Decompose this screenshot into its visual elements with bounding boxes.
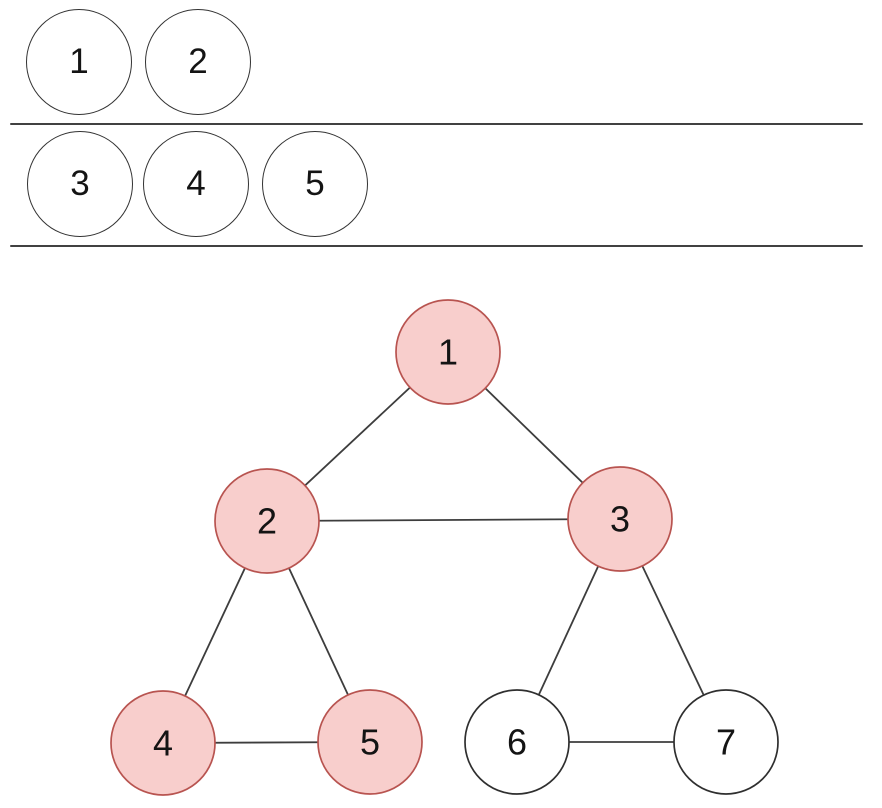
graph-node-circle-highlighted xyxy=(110,690,216,796)
graph-node-2: 2 xyxy=(214,468,320,574)
graph-node-5: 5 xyxy=(317,689,423,795)
level-circle-2: 2 xyxy=(145,9,251,115)
graph-node-circle-highlighted xyxy=(214,468,320,574)
graph-node-3: 3 xyxy=(567,466,673,572)
level-circle-label: 5 xyxy=(305,163,325,203)
graph-edge-2-3 xyxy=(266,518,621,522)
level-circle-label: 1 xyxy=(69,41,89,81)
graph-node-circle-highlighted xyxy=(567,466,673,572)
level-circle-label: 3 xyxy=(70,163,90,203)
graph-node-1: 1 xyxy=(395,299,501,405)
level-circle-1: 1 xyxy=(26,9,132,115)
level-circle-5: 5 xyxy=(262,131,368,237)
level-circle-4: 4 xyxy=(143,131,249,237)
graph-node-circle-highlighted xyxy=(317,689,423,795)
graph-node-circle-plain xyxy=(464,689,570,795)
row-divider-line xyxy=(10,123,863,126)
graph-node-6: 6 xyxy=(464,689,570,795)
graph-node-label: 1 xyxy=(438,332,458,373)
graph-node-label: 7 xyxy=(716,722,736,763)
graph-node-label: 2 xyxy=(257,501,277,542)
row-divider-line xyxy=(10,245,863,248)
level-circle-3: 3 xyxy=(27,131,133,237)
level-circle-label: 2 xyxy=(188,41,208,81)
graph-node-label: 3 xyxy=(610,499,630,540)
graph-node-circle-plain xyxy=(673,689,779,795)
graph-node-circle-highlighted xyxy=(395,299,501,405)
graph-node-label: 5 xyxy=(360,722,380,763)
graph-node-7: 7 xyxy=(673,689,779,795)
graph-node-label: 4 xyxy=(153,723,173,764)
level-circle-label: 4 xyxy=(186,163,206,203)
graph-node-4: 4 xyxy=(110,690,216,796)
graph-node-label: 6 xyxy=(507,722,527,763)
